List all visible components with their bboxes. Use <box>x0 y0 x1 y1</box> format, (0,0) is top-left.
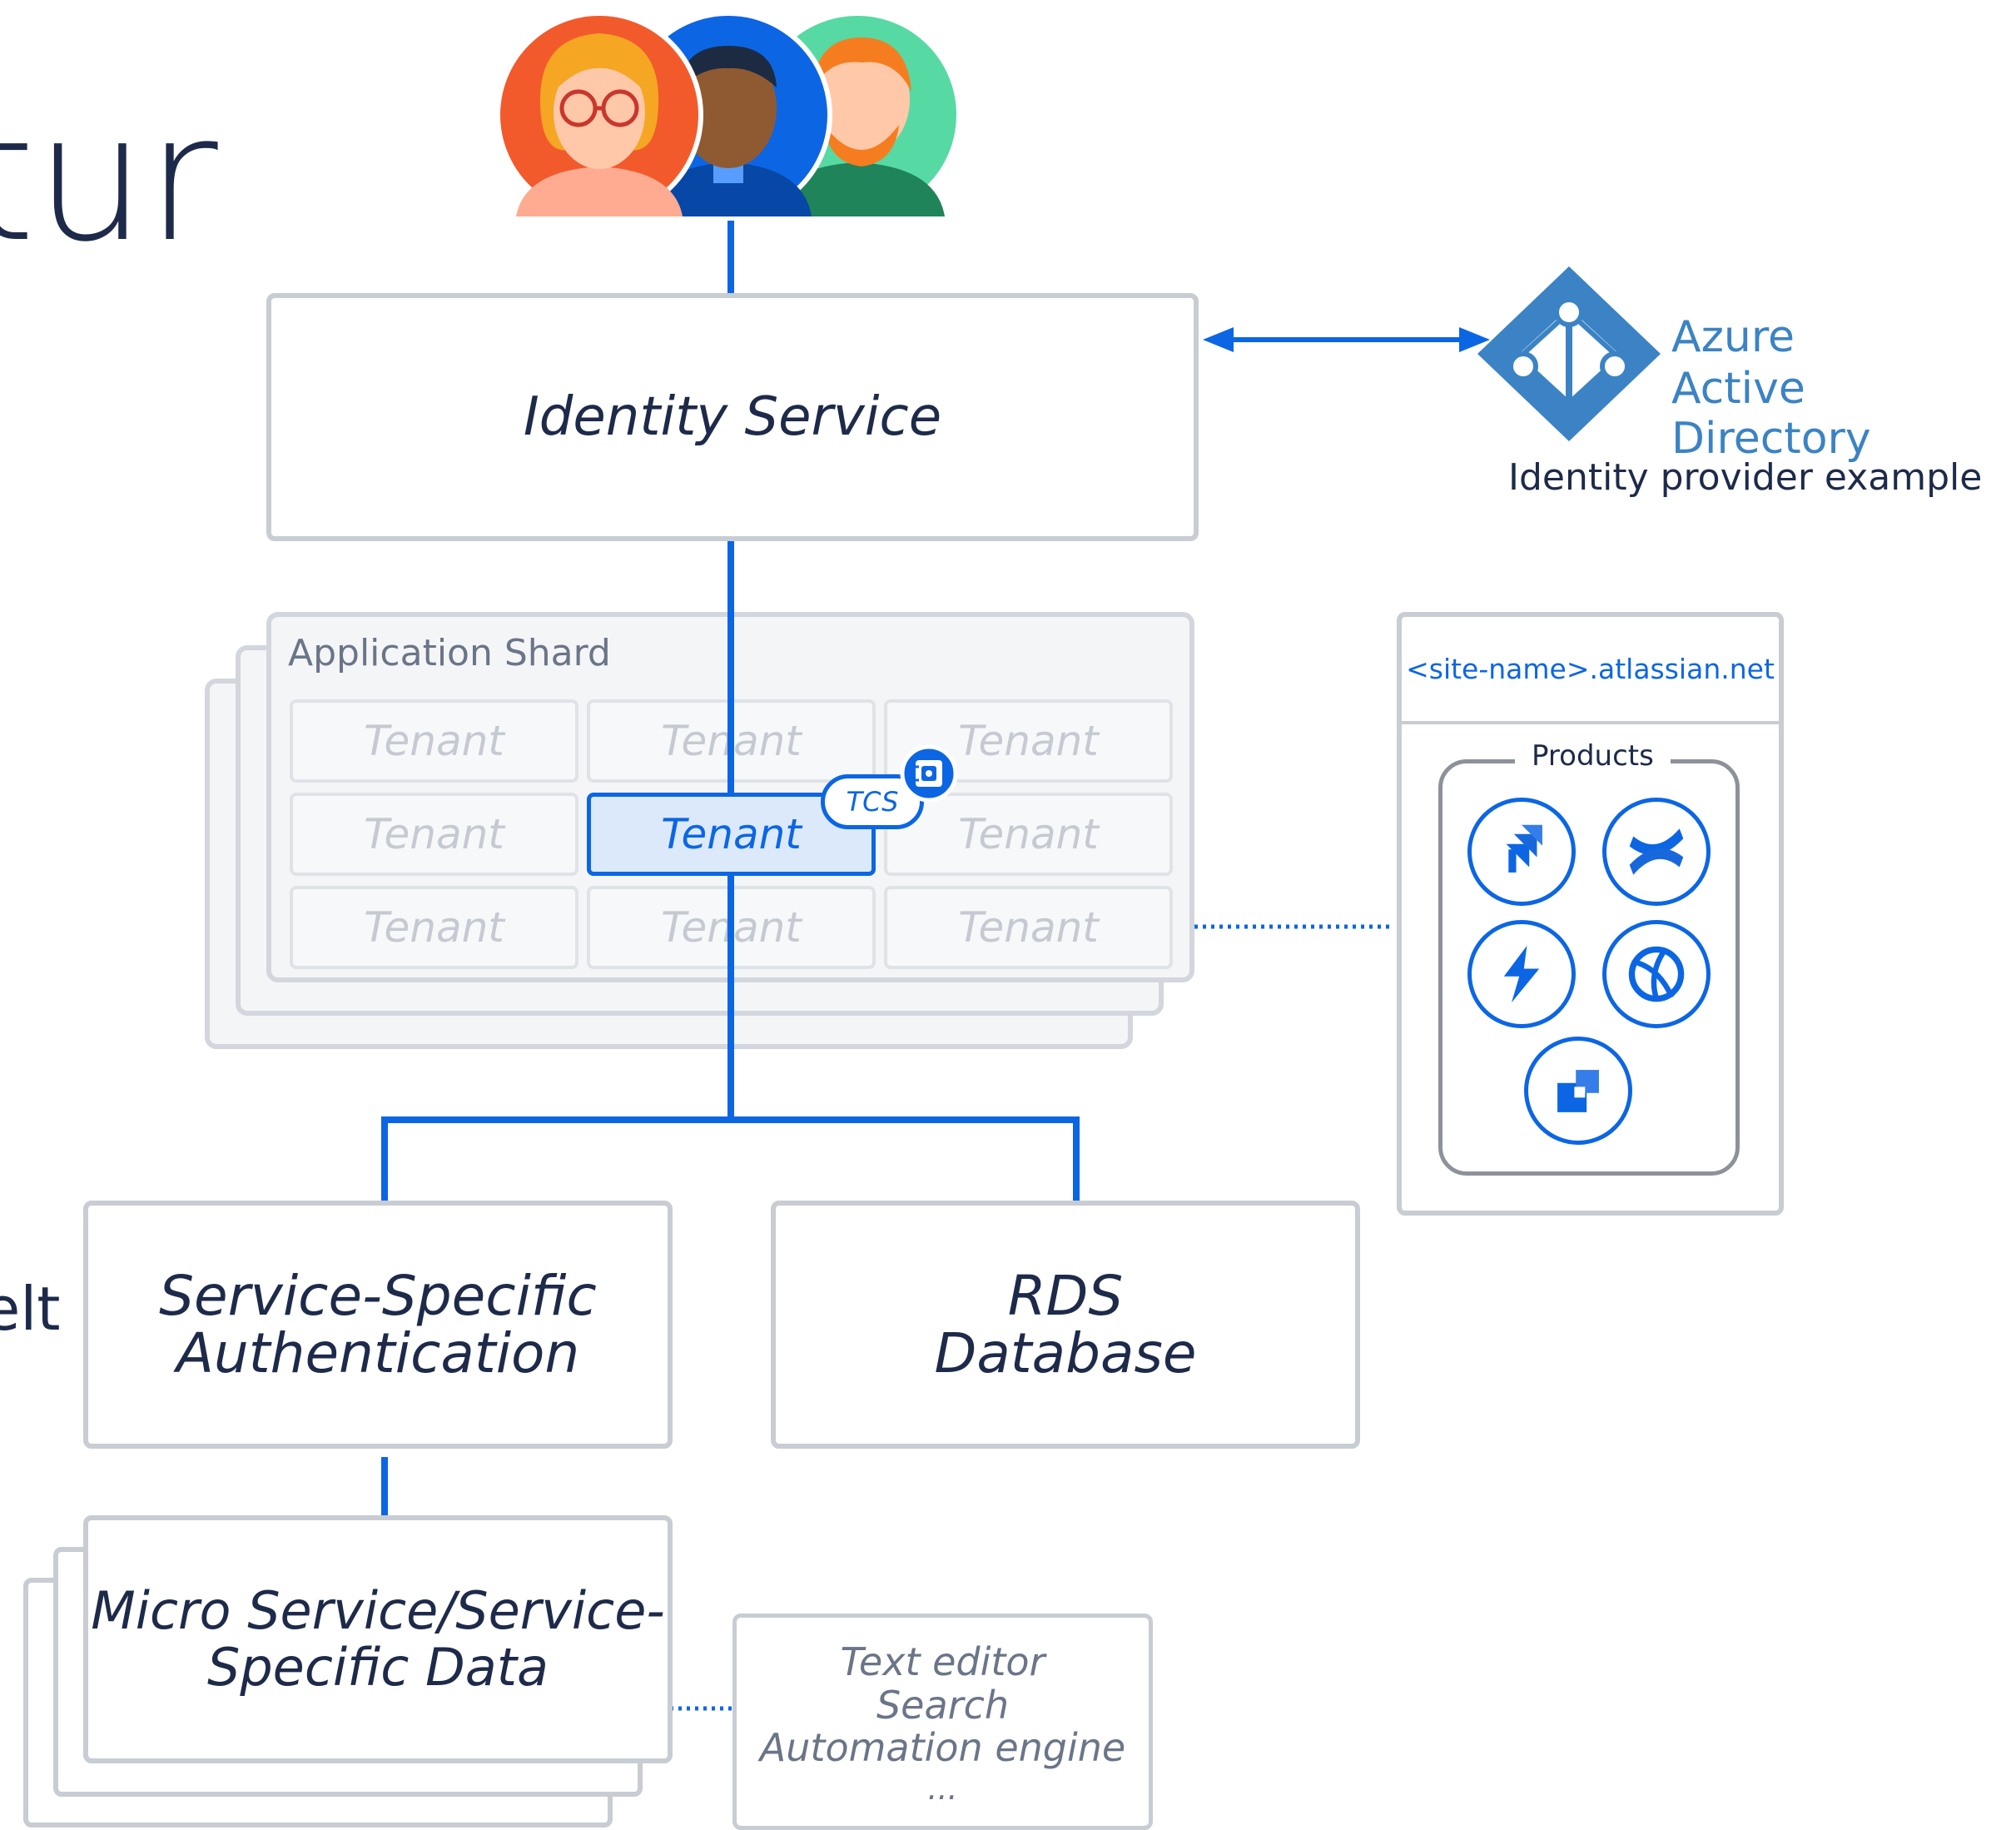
tcs-badge[interactable]: TCS <box>821 774 924 829</box>
tcs-label: TCS <box>846 786 899 818</box>
azure-ad-icon <box>1477 266 1661 441</box>
feature-automation: Automation engine <box>759 1725 1126 1771</box>
micro-service-box[interactable]: Micro Service/Service- Specific Data <box>83 1515 673 1763</box>
identity-service-box[interactable]: Identity Service <box>266 293 1199 541</box>
tenant-cell[interactable]: Tenant <box>290 793 578 876</box>
azure-caption: Identity provider example <box>1508 456 1983 499</box>
feature-search: Search <box>876 1682 1010 1728</box>
tenant-through-line-bottom <box>727 876 734 1123</box>
site-divider <box>1402 721 1779 724</box>
auth-label-line2: Authentication <box>176 1321 580 1385</box>
confluence-icon[interactable] <box>1602 798 1711 906</box>
split-branch-line <box>381 1116 1080 1203</box>
auth-label-line1: Service-Specific <box>159 1263 597 1328</box>
shard-title: Application Shard <box>288 632 611 674</box>
tenant-cell[interactable]: Tenant <box>290 886 578 969</box>
identity-service-label: Identity Service <box>523 386 942 448</box>
azure-title-line1: Azure <box>1671 312 1795 362</box>
tenant-cell[interactable]: Tenant <box>290 699 578 783</box>
features-box[interactable]: Text editor Search Automation engine ... <box>732 1614 1153 1830</box>
arrow-head-left <box>1203 327 1234 352</box>
rds-box[interactable]: RDS Database <box>771 1201 1360 1449</box>
site-url: <site-name>.atlassian.net <box>1406 653 1775 685</box>
micro-label-line2: Specific Data <box>206 1637 549 1698</box>
statuspage-icon[interactable] <box>1524 1037 1632 1145</box>
rds-label-line1: RDS <box>1007 1263 1124 1328</box>
side-text-fragment: elt <box>0 1274 61 1344</box>
tenant-through-line-top <box>727 541 734 793</box>
tenant-cell[interactable]: Tenant <box>884 886 1173 969</box>
micro-label-line1: Micro Service/Service- <box>91 1579 665 1641</box>
person-red-icon <box>495 11 703 219</box>
jira-icon[interactable] <box>1467 798 1576 906</box>
auth-box[interactable]: Service-Specific Authentication <box>83 1201 673 1449</box>
tenant-cell[interactable]: Tenant <box>884 793 1173 876</box>
title-fragment: tur <box>0 77 218 281</box>
azure-title-line2: Active Directory <box>1671 364 1871 464</box>
products-label: Products <box>1515 739 1671 773</box>
loom-icon[interactable] <box>1602 920 1711 1028</box>
arrow-head-right <box>1459 327 1490 352</box>
lock-icon <box>900 744 958 803</box>
user-avatars <box>495 11 961 219</box>
feature-more: ... <box>927 1769 958 1807</box>
jsm-icon[interactable] <box>1467 920 1576 1028</box>
feature-text-editor: Text editor <box>840 1639 1045 1684</box>
tenant-cell[interactable]: Tenant <box>884 699 1173 783</box>
rds-label-line2: Database <box>934 1321 1197 1385</box>
